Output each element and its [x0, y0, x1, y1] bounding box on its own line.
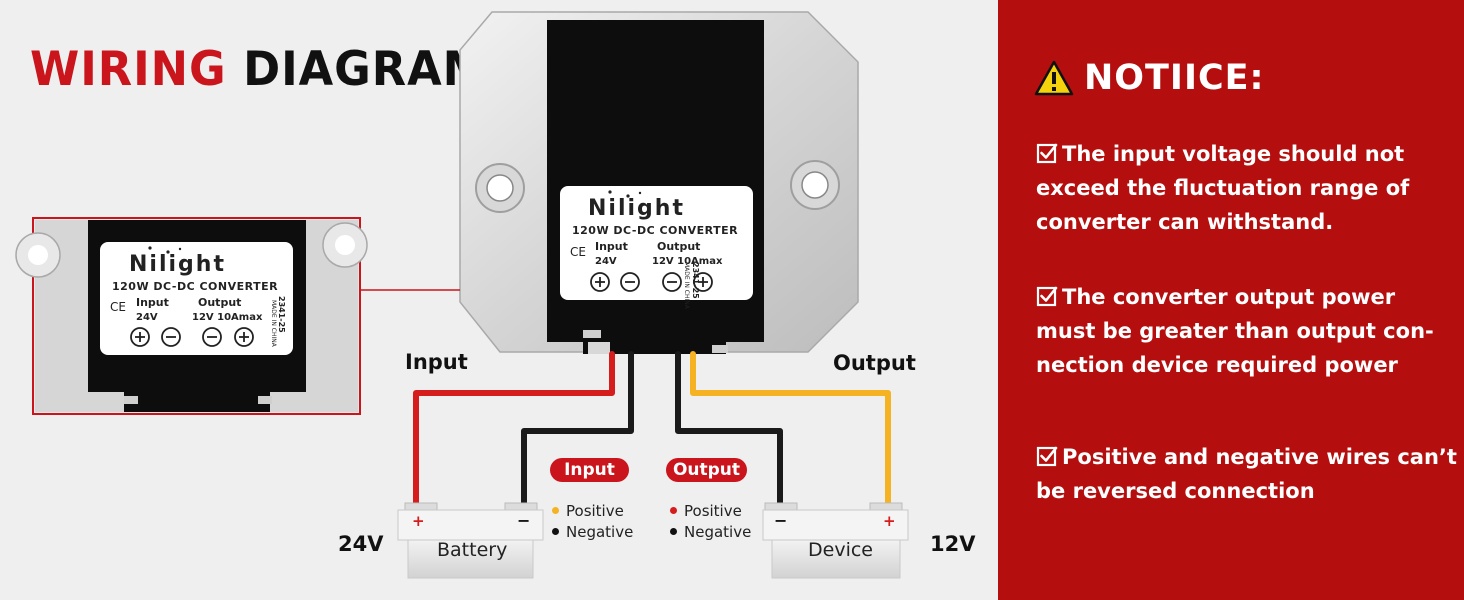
legend-input-title: Input [550, 458, 629, 482]
brand-sparkles [148, 190, 642, 254]
legend-input-negative: Negative [552, 523, 633, 541]
notice-item-3: Positive and negative wires can’t be rev… [1036, 445, 1457, 503]
device-minus-terminal-icon: − [774, 511, 788, 530]
wiring-diagram-panel: WIRING DIAGRAM [15, 11, 976, 579]
converter-housing [459, 11, 859, 354]
wires [413, 351, 891, 513]
converter-input-label: Input [595, 240, 628, 253]
inset-converter-code: 2341-25 [277, 296, 286, 333]
device-label: Device [808, 539, 873, 561]
notice-item-1: The input voltage should not exceed the … [1036, 142, 1410, 234]
legend-output-negative: Negative [670, 523, 751, 541]
notice-item-2: The converter output power must be great… [1036, 285, 1434, 377]
battery-minus-terminal-icon: − [517, 511, 531, 530]
device [762, 502, 909, 579]
dot-icon [670, 507, 677, 514]
dot-icon [552, 528, 559, 535]
converter-input-value: 24V [595, 256, 617, 267]
inset-terminal-symbols [130, 327, 254, 347]
checkbox-icon [1036, 143, 1058, 164]
diagram-graphic [15, 11, 909, 579]
inset-output-label: Output [198, 296, 242, 309]
brand-logo: Nilight [588, 196, 685, 221]
battery-voltage: 24V [338, 532, 384, 556]
page-title: WIRING DIAGRAM [30, 42, 488, 97]
inset-ce-mark: CE [110, 300, 126, 314]
title-part-red: WIRING [30, 42, 227, 97]
inset-input-value: 24V [136, 312, 158, 323]
device-voltage: 12V [930, 532, 976, 556]
inset-input-label: Input [136, 296, 169, 309]
checkbox-icon [1036, 446, 1058, 467]
notice-panel: NOTIICE: The input voltage should not ex… [998, 0, 1464, 600]
converter-origin: MADE IN CHINA [683, 262, 690, 309]
title-part-black: DIAGRAM [243, 42, 488, 97]
inset-converter-origin: MADE IN CHINA [270, 300, 277, 347]
inset-converter-model: 120W DC-DC CONVERTER [112, 280, 279, 293]
dot-icon [552, 507, 559, 514]
notice-title: NOTIICE: [1084, 58, 1265, 98]
legend-input-positive: Positive [552, 502, 624, 520]
input-wire-label: Input [405, 350, 468, 374]
converter-label-card [560, 186, 753, 300]
converter-output-value: 12V 10Amax [652, 256, 723, 267]
battery-plus-terminal-icon: + [412, 512, 425, 530]
converter-model: 120W DC-DC CONVERTER [572, 224, 739, 237]
notice-header: NOTIICE: [1034, 58, 1265, 98]
zoom-inset [15, 217, 460, 415]
inset-output-value: 12V 10Amax [192, 312, 263, 323]
battery-label: Battery [437, 539, 508, 561]
battery [397, 502, 544, 579]
ce-mark: CE [570, 245, 586, 259]
legend-output-title: Output [666, 458, 747, 482]
legend-output-positive: Positive [670, 502, 742, 520]
warning-triangle-icon [1034, 60, 1074, 96]
main-terminal-symbols [590, 272, 713, 292]
converter-code: 2341-25 [691, 262, 700, 299]
checkbox-icon [1036, 286, 1058, 307]
output-wire-label: Output [833, 351, 916, 375]
inset-brand-logo: Nilight [129, 252, 226, 277]
converter-output-label: Output [657, 240, 701, 253]
dot-icon [670, 528, 677, 535]
device-plus-terminal-icon: + [883, 512, 896, 530]
